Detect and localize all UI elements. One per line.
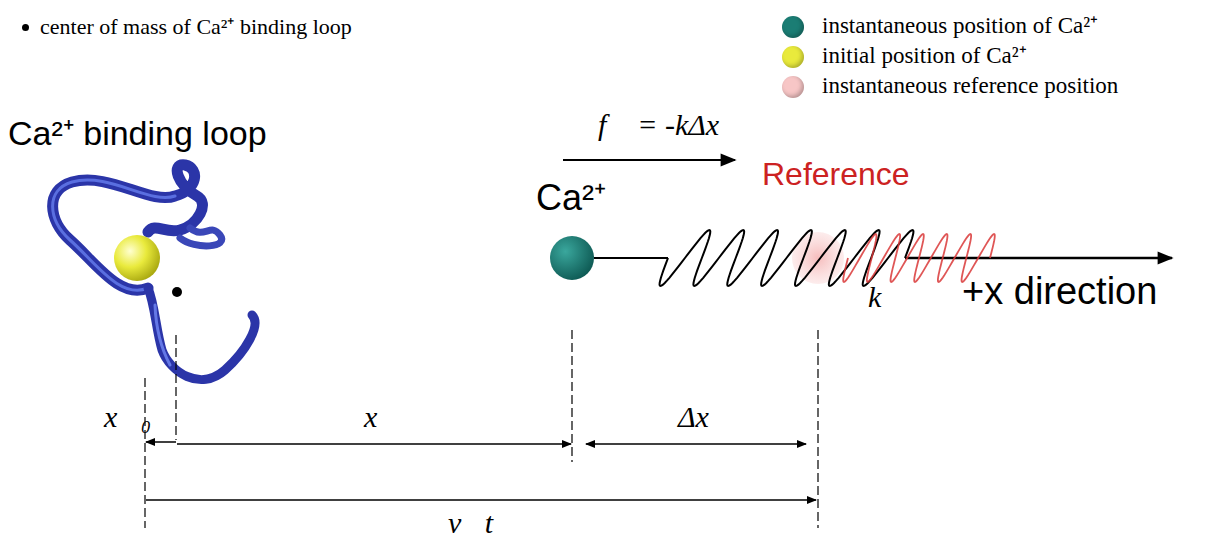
direction-label: +x direction <box>962 272 1157 310</box>
extension-label: Δx⃗ <box>678 402 732 432</box>
force-arrow <box>563 159 735 161</box>
calcium-ion <box>550 236 594 280</box>
initial-calcium <box>114 235 160 281</box>
displacement-label: v⃗t <box>448 508 493 538</box>
legend-text: initial position of Ca²⁺ <box>822 44 1027 67</box>
offset-label: x⃗₀ <box>104 402 151 432</box>
legend-text: instantaneous position of Ca²⁺ <box>822 14 1098 37</box>
spring-constant: k <box>868 282 881 312</box>
force-label: f⃗ = -kΔx⃗ <box>598 110 742 140</box>
binding-loop-ribbon <box>53 165 255 380</box>
position-label: x⃗ <box>364 402 401 432</box>
legend-text: instantaneous reference position <box>822 74 1118 97</box>
legend-swatch <box>782 16 804 38</box>
legend-swatch <box>782 46 804 68</box>
loop-title: Ca²⁺ binding loop <box>8 116 267 150</box>
center-of-mass-dot <box>172 287 182 297</box>
dimension-arrows <box>146 442 816 500</box>
legend-swatch <box>22 24 29 31</box>
reference-label: Reference <box>762 158 910 190</box>
legend-text: center of mass of Ca²⁺ binding loop <box>40 16 352 38</box>
legend-swatch <box>782 76 804 98</box>
x-axis <box>905 257 1172 260</box>
ion-label: Ca²⁺ <box>536 180 606 216</box>
guide-lines <box>145 330 818 528</box>
